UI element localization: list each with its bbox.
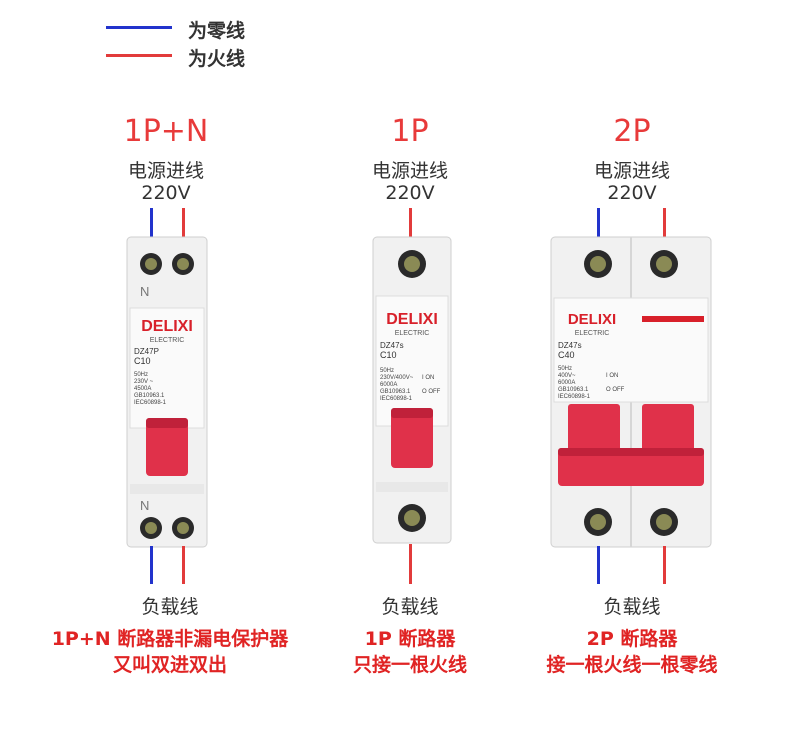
breaker-2-off-mark: O OFF xyxy=(422,389,441,395)
breaker-1-live-out-wire xyxy=(182,546,185,584)
neutral-legend-line xyxy=(106,26,172,29)
breaker-2-voltage: 220V xyxy=(385,182,435,204)
breaker-1-voltage: 220V xyxy=(141,182,191,204)
breaker-2-spec-3: 6000A xyxy=(380,382,397,388)
breaker-1-live-in-wire xyxy=(182,208,185,244)
breaker-3-neutral-in-wire xyxy=(597,208,600,244)
breaker-1-bottom-n-mark: N xyxy=(140,498,149,513)
breaker-3-live-in-wire xyxy=(663,208,666,244)
breaker-1-1pn: N DELIXI ELECTRIC DZ47P C10 50Hz 230V ~ … xyxy=(126,236,208,548)
breaker-3-brand: DELIXI xyxy=(568,311,616,328)
breaker-3-description-1: 2P 断路器 xyxy=(586,628,678,650)
breaker-1-rating: C10 xyxy=(134,356,151,366)
breaker-2-description-2: 只接一根火线 xyxy=(352,654,467,676)
breaker-1-input-label: 电源进线 xyxy=(127,160,204,182)
breaker-3-description-2: 接一根火线一根零线 xyxy=(546,654,718,676)
breaker-1-spec-2: 230V ~ xyxy=(134,379,154,385)
breaker-2-toggle xyxy=(391,408,433,468)
breaker-1-output-label: 负载线 xyxy=(141,596,199,618)
breaker-1-neutral-out-wire xyxy=(150,546,153,584)
breaker-2-1p: DELIXI ELECTRIC DZ47s C10 50Hz 230V/400V… xyxy=(372,236,452,544)
breaker-1-type: 1P+N xyxy=(123,114,209,149)
breaker-2-spec-1: 50Hz xyxy=(380,368,394,374)
breaker-3-live-out-wire xyxy=(663,546,666,584)
breaker-2-rating: C10 xyxy=(380,350,397,360)
breaker-1-toggle xyxy=(146,418,188,476)
breaker-3-output-label: 负载线 xyxy=(603,596,661,618)
breaker-1-spec-1: 50Hz xyxy=(134,372,148,378)
breaker-2-spec-4: GB10963.1 xyxy=(380,389,411,395)
breaker-1-description-1: 1P+N 断路器非漏电保护器 xyxy=(51,628,289,650)
breaker-3-off-mark: O OFF xyxy=(606,387,625,393)
breaker-1-brand-sub: ELECTRIC xyxy=(150,337,185,344)
breaker-3-on-mark: I ON xyxy=(606,373,618,379)
breaker-2-live-out-wire xyxy=(409,544,412,584)
breaker-2-model: DZ47s xyxy=(380,341,404,350)
breaker-3-spec-2: 400V~ xyxy=(558,373,576,379)
breaker-1-top-n-mark: N xyxy=(140,284,149,299)
breaker-3-spec-4: GB10963.1 xyxy=(558,387,589,393)
breaker-3-spec-1: 50Hz xyxy=(558,366,572,372)
breaker-2-spec-5: IEC60898-1 xyxy=(380,396,413,402)
breaker-3-toggle-bar xyxy=(558,448,704,486)
breaker-2-type: 1P xyxy=(391,114,429,149)
breaker-1-neutral-in-wire xyxy=(150,208,153,244)
live-legend-line xyxy=(106,54,172,57)
breaker-2-live-in-wire xyxy=(409,208,412,242)
breaker-1-spec-3: 4500A xyxy=(134,386,151,392)
breaker-3-rating: C40 xyxy=(558,350,575,360)
breaker-2-spec-2: 230V/400V~ xyxy=(380,375,414,381)
breaker-2-output-label: 负载线 xyxy=(381,596,439,618)
breaker-3-spec-5: IEC60898-1 xyxy=(558,394,591,400)
breaker-3-neutral-out-wire xyxy=(597,546,600,584)
live-legend-label: 为火线 xyxy=(188,48,246,70)
breaker-2-brand-sub: ELECTRIC xyxy=(395,330,430,337)
breaker-2-description-1: 1P 断路器 xyxy=(364,628,456,650)
breaker-3-voltage: 220V xyxy=(607,182,657,204)
breaker-1-model: DZ47P xyxy=(134,347,159,356)
breaker-2-input-label: 电源进线 xyxy=(371,160,448,182)
breaker-3-2p: DELIXI ELECTRIC DZ47s C40 50Hz 400V~ 600… xyxy=(550,236,712,548)
breaker-3-type: 2P xyxy=(613,114,651,149)
breaker-2-on-mark: I ON xyxy=(422,375,434,381)
breaker-3-model: DZ47s xyxy=(558,341,582,350)
breaker-3-brand-sub: ELECTRIC xyxy=(575,330,610,337)
breaker-3-spec-3: 6000A xyxy=(558,380,575,386)
breaker-1-spec-5: IEC60898-1 xyxy=(134,400,167,406)
neutral-legend-label: 为零线 xyxy=(188,20,246,42)
breaker-1-description-2: 又叫双进双出 xyxy=(112,654,227,676)
breaker-1-spec-4: GB10963.1 xyxy=(134,393,165,399)
breaker-1-brand: DELIXI xyxy=(141,318,193,335)
breaker-3-input-label: 电源进线 xyxy=(593,160,670,182)
breaker-2-brand: DELIXI xyxy=(386,311,438,328)
